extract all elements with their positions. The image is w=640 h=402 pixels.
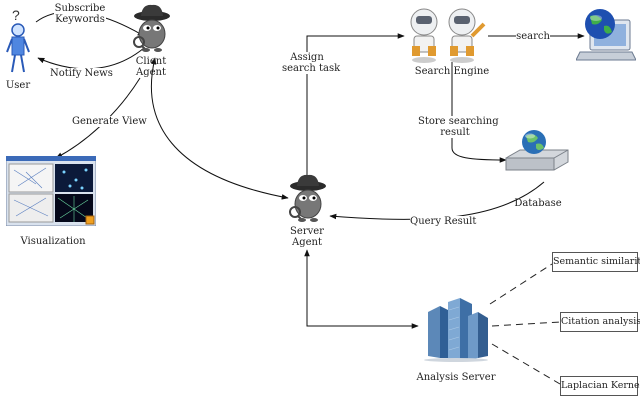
- generate-view-label: Generate View: [72, 116, 147, 127]
- question-mark: ?: [12, 7, 20, 23]
- client-server-arrow: [150, 57, 289, 200]
- skyscrapers-icon: [418, 298, 490, 362]
- analysis-server-label: Analysis Server: [416, 372, 496, 383]
- query-result-label: Query Result: [410, 216, 477, 227]
- citation-dash: [491, 321, 561, 327]
- server-agent-label: Server Agent: [290, 226, 324, 248]
- globe-disk-icon: [504, 128, 570, 176]
- client-spy-agent-icon: [132, 4, 172, 54]
- graph-window-icon: [5, 155, 97, 227]
- laplacian-dash: [491, 343, 561, 385]
- user-label: User: [5, 80, 31, 91]
- person-question-icon: ?: [6, 6, 30, 78]
- client-agent-label: Client Agent: [135, 56, 167, 78]
- assign-search-task-arrow: [306, 33, 405, 176]
- method-citation-analysis: Citation analysis: [560, 312, 640, 332]
- semantic-dash: [489, 263, 553, 305]
- store-result-arrow: [451, 62, 507, 163]
- store-searching-result-label: Store searching result: [418, 116, 499, 138]
- method-semantic-similarity: Semantic similarity: [552, 252, 640, 272]
- robot-heads-icon: [404, 6, 488, 64]
- database-label: Database: [514, 198, 562, 209]
- server-spy-agent-icon: [288, 174, 328, 224]
- visualization-label: Visualization: [20, 236, 86, 247]
- globe-computer-icon: [575, 6, 637, 62]
- server-analysis-arrow: [304, 249, 419, 329]
- search-engine-label: Search Engine: [414, 66, 490, 77]
- assign-search-task-label: Assign search task: [282, 52, 341, 74]
- method-laplacian-kernel: Laplacian Kernel: [560, 376, 640, 396]
- search-label: search: [516, 31, 550, 42]
- subscribe-keywords-label: Subscribe Keywords: [54, 3, 106, 25]
- notify-news-label: Notify News: [50, 68, 113, 79]
